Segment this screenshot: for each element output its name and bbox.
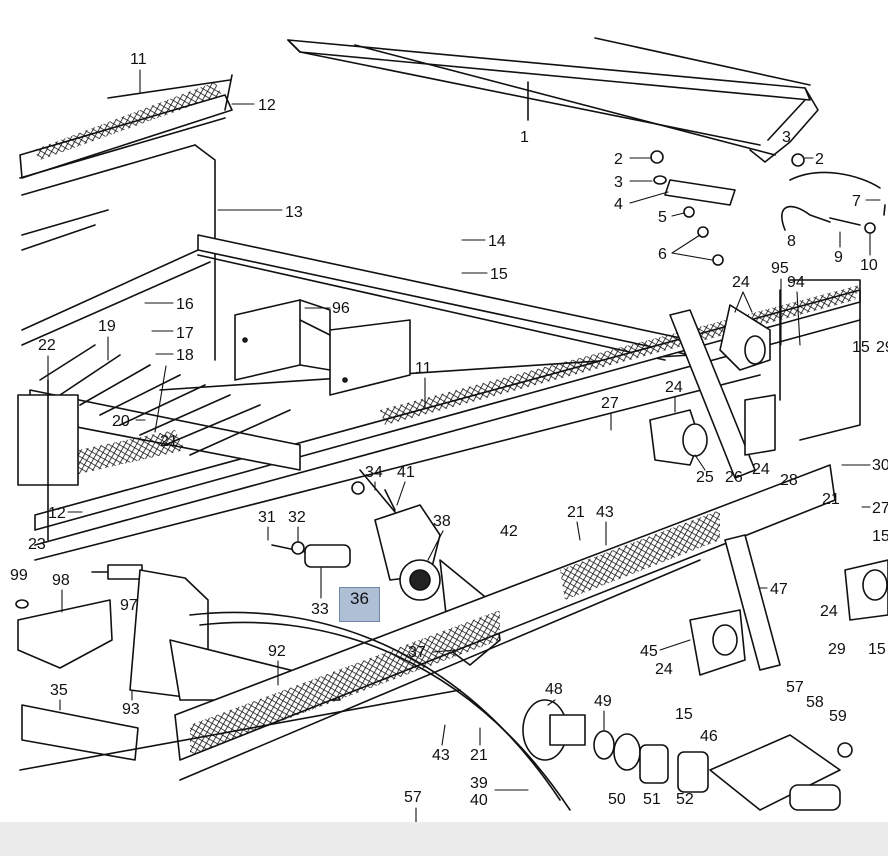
footer-strip: [0, 822, 888, 856]
part-number-26: 26: [725, 469, 743, 486]
part-number-97: 97: [120, 597, 138, 614]
part-number-6: 6: [658, 246, 667, 263]
part-number-15: 15: [852, 339, 870, 356]
part-number-35: 35: [50, 682, 68, 699]
part-number-96: 96: [332, 300, 350, 317]
part-number-99: 99: [10, 567, 28, 584]
part-number-57: 57: [786, 679, 804, 696]
part-number-40: 40: [470, 792, 488, 809]
part-number-59: 59: [829, 708, 847, 725]
part-number-20: 20: [112, 413, 130, 430]
right-levers: [649, 279, 888, 676]
part-number-21: 21: [822, 491, 840, 508]
part-callouts: 11 12 1 2 3 4 5 6 3 2 7 8 9 10 13 14 15 …: [10, 51, 888, 823]
part-number-29: 29: [828, 641, 846, 658]
part-number-22: 22: [38, 337, 56, 354]
part-number-19: 19: [98, 318, 116, 335]
part-number-15: 15: [868, 641, 886, 658]
shaft-assembly: [522, 699, 853, 811]
part-number-98: 98: [52, 572, 70, 589]
part-number-48: 48: [545, 681, 563, 698]
part-number-49: 49: [594, 693, 612, 710]
part-number-24: 24: [820, 603, 838, 620]
part-number-45: 45: [640, 643, 658, 660]
part-number-2: 2: [614, 151, 623, 168]
part-number-50: 50: [608, 791, 626, 808]
part-number-23: 23: [28, 536, 46, 553]
part-number-17: 17: [176, 325, 194, 342]
part-number-27: 27: [872, 500, 888, 517]
part-number-52: 52: [676, 791, 694, 808]
part-number-41: 41: [397, 464, 415, 481]
part-number-24: 24: [665, 379, 683, 396]
part-number-57: 57: [404, 789, 422, 806]
part-number-94: 94: [787, 274, 805, 291]
part-number-28: 28: [780, 472, 798, 489]
part-number-21: 21: [567, 504, 585, 521]
part-number-14: 14: [488, 233, 506, 250]
part-number-38: 38: [433, 513, 451, 530]
top-right-parts: [650, 150, 886, 266]
part-number-16: 16: [176, 296, 194, 313]
part-number-24: 24: [655, 661, 673, 678]
part-number-39: 39: [470, 775, 488, 792]
top-left-screen: [19, 74, 233, 361]
part-number-18: 18: [176, 347, 194, 364]
part-number-47: 47: [770, 581, 788, 598]
lower-sieve-frame: [19, 464, 836, 811]
part-number-24: 24: [732, 274, 750, 291]
part-number-32: 32: [288, 509, 306, 526]
part-number-43: 43: [432, 747, 450, 764]
part-number-30: 30: [872, 457, 888, 474]
part-number-3: 3: [614, 174, 623, 191]
part-number-15: 15: [675, 706, 693, 723]
part-number-43: 43: [596, 504, 614, 521]
part-number-3: 3: [782, 129, 791, 146]
highlighted-callout-label: 36: [350, 589, 369, 608]
part-number-11: 11: [130, 51, 147, 68]
part-number-37: 37: [408, 644, 426, 661]
part-number-31: 31: [258, 509, 276, 526]
part-number-92: 92: [268, 643, 286, 660]
part-number-42: 42: [500, 523, 518, 540]
part-number-58: 58: [806, 694, 824, 711]
part-number-51: 51: [643, 791, 661, 808]
part-number-15: 15: [872, 528, 888, 545]
part-number-33: 33: [311, 601, 329, 618]
part-number-27: 27: [601, 395, 619, 412]
part-number-21: 21: [470, 747, 488, 764]
part-number-25: 25: [696, 469, 714, 486]
main-beam: [287, 37, 819, 163]
part-number-12: 12: [258, 97, 276, 114]
part-number-46: 46: [700, 728, 718, 745]
sieve-fingers: [17, 344, 301, 541]
part-number-21: 21: [160, 433, 178, 450]
part-number-10: 10: [860, 257, 878, 274]
part-number-2: 2: [815, 151, 824, 168]
part-number-11: 11: [415, 360, 432, 377]
part-number-7: 7: [852, 193, 861, 210]
part-number-15: 15: [490, 266, 508, 283]
part-number-93: 93: [122, 701, 140, 718]
part-number-8: 8: [787, 233, 796, 250]
part-number-12: 12: [48, 505, 66, 522]
highlighted-callout-box: [339, 587, 380, 622]
part-number-13: 13: [285, 204, 303, 221]
part-number-5: 5: [658, 209, 667, 226]
part-number-95: 95: [771, 260, 789, 277]
part-number-29: 29: [876, 339, 888, 356]
part-number-24: 24: [752, 461, 770, 478]
part-number-1: 1: [520, 129, 529, 146]
part-number-9: 9: [834, 249, 843, 266]
bracket-96: [234, 299, 411, 396]
part-number-34: 34: [365, 464, 383, 481]
part-number-4: 4: [614, 196, 623, 213]
